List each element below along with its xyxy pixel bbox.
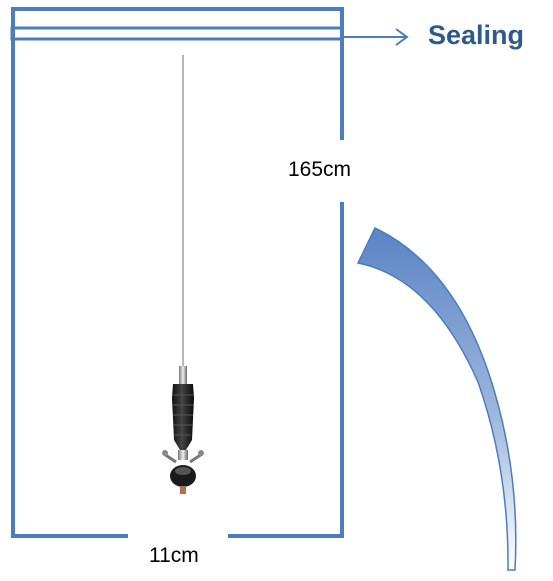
arrow-head bbox=[395, 28, 409, 46]
sealing-label: Sealing bbox=[428, 20, 525, 50]
antenna-illustration bbox=[162, 55, 204, 494]
curved-arrow-shape bbox=[356, 226, 517, 571]
antenna-base-highlight bbox=[175, 467, 191, 475]
antenna-connector bbox=[180, 486, 186, 494]
width-dimension-label: 11cm bbox=[149, 544, 199, 567]
antenna-grip-ridges bbox=[173, 394, 193, 436]
antenna-wing-right bbox=[198, 450, 204, 456]
antenna-grip bbox=[172, 384, 194, 450]
bag-outline bbox=[11, 7, 344, 538]
antenna-mount-neck bbox=[178, 450, 188, 460]
length-dimension-label: 165cm bbox=[288, 158, 352, 182]
antenna-collar bbox=[179, 366, 187, 384]
antenna-wing-left bbox=[162, 450, 168, 456]
sealing-band bbox=[10, 26, 344, 41]
sealing-strip bbox=[10, 26, 344, 41]
sealing-arrow bbox=[342, 28, 409, 46]
